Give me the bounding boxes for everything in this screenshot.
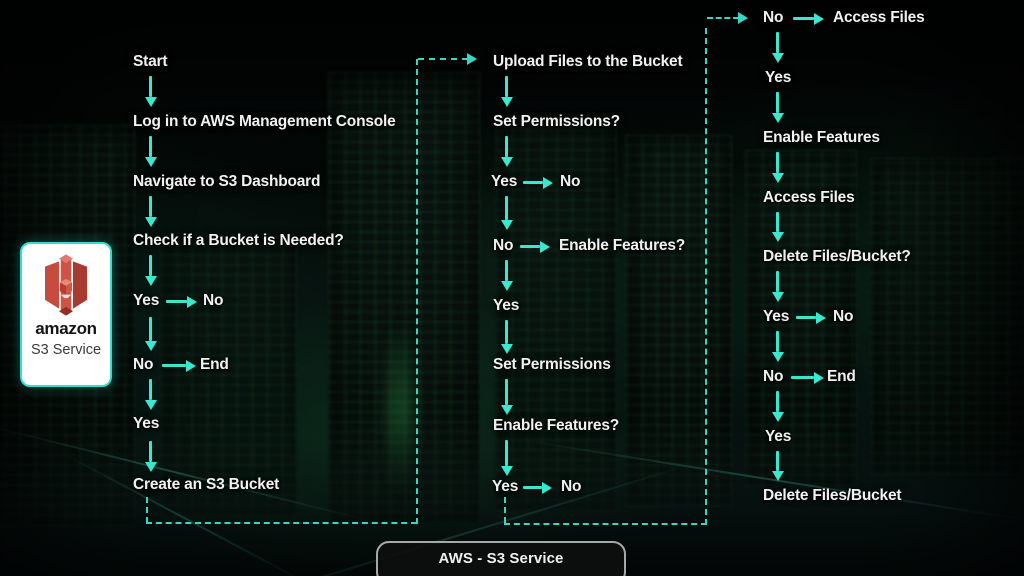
node-delete-files: Delete Files/Bucket [763, 487, 902, 504]
branch-no: No [833, 308, 854, 325]
node-access-files: Access Files [763, 189, 855, 206]
arrow-down [505, 136, 508, 157]
branch-no: No [561, 478, 582, 495]
brand-label: amazon [35, 319, 97, 338]
arrow-down [776, 32, 779, 53]
node-set-permissions-q: Set Permissions? [493, 113, 620, 130]
node-upload-files: Upload Files to the Bucket [493, 53, 683, 70]
dashed-connector-2-segment [707, 17, 739, 19]
node-enable-features-q: Enable Features? [559, 237, 686, 254]
arrow-right [793, 17, 814, 20]
branch-no: No [133, 356, 154, 373]
dashed-connector-1-arrowhead-icon [467, 53, 477, 65]
node-end: End [200, 356, 229, 373]
arrow-down [149, 379, 152, 400]
arrow-down [776, 212, 779, 232]
diagram-title-pill: AWS - S3 Service [376, 541, 626, 576]
arrow-down [149, 76, 152, 97]
arrow-down [505, 379, 508, 405]
branch-yes: Yes [763, 308, 790, 325]
branch-no: No [493, 237, 514, 254]
node-enable-features-q: Enable Features? [493, 417, 620, 434]
dashed-connector-1-segment [146, 497, 148, 523]
arrow-down [505, 196, 508, 220]
arrow-down [776, 92, 779, 113]
node-create-bucket: Create an S3 Bucket [133, 476, 280, 493]
service-label: S3 Service [30, 342, 102, 358]
node-access-files: Access Files [833, 9, 925, 26]
arrow-down [149, 317, 152, 341]
node-end: End [827, 368, 856, 385]
dashed-connector-2-segment [705, 28, 707, 525]
arrow-right [162, 364, 186, 367]
dashed-connector-1-segment [416, 59, 418, 524]
branch-no: No [763, 9, 784, 26]
arrow-down [149, 196, 152, 217]
arrow-right [791, 376, 814, 379]
node-enable-features: Enable Features [763, 129, 880, 146]
server-room-ceiling [0, 0, 1024, 95]
branch-yes: Yes [133, 415, 160, 432]
node-login: Log in to AWS Management Console [133, 113, 396, 130]
arrow-right [523, 486, 542, 489]
arrow-down [149, 136, 152, 157]
node-check-bucket: Check if a Bucket is Needed? [133, 232, 344, 249]
dashed-connector-2-segment [504, 523, 707, 525]
arrow-down [776, 451, 779, 471]
dashed-connector-2-segment [504, 497, 506, 523]
node-start: Start [133, 53, 168, 70]
branch-yes: Yes [491, 173, 518, 190]
node-delete-files-q: Delete Files/Bucket? [763, 248, 911, 265]
arrow-right [166, 300, 187, 303]
arrow-right [796, 316, 816, 319]
branch-yes: Yes [765, 428, 792, 445]
arrow-right [520, 245, 540, 248]
arrow-down [776, 331, 779, 352]
arrow-right [523, 181, 543, 184]
arrow-down [776, 152, 779, 173]
dashed-connector-1-segment [146, 522, 417, 524]
branch-yes: Yes [133, 292, 160, 309]
branch-yes: Yes [492, 478, 519, 495]
dashed-connector-1-segment [418, 58, 468, 60]
arrow-down [149, 441, 152, 462]
arrow-down [505, 260, 508, 281]
arrow-down [505, 76, 508, 97]
s3-bucket-icon [45, 254, 87, 316]
node-set-permissions: Set Permissions [493, 356, 611, 373]
arrow-down [505, 440, 508, 466]
arrow-down [505, 320, 508, 344]
arrow-down [776, 271, 779, 292]
node-navigate-s3: Navigate to S3 Dashboard [133, 173, 321, 190]
branch-no: No [763, 368, 784, 385]
branch-yes: Yes [765, 69, 792, 86]
branch-no: No [560, 173, 581, 190]
branch-yes: Yes [493, 297, 520, 314]
amazon-s3-badge-card: amazon S3 Service [20, 242, 112, 387]
arrow-down [776, 391, 779, 412]
diagram-title: AWS - S3 Service [438, 550, 564, 567]
branch-no: No [203, 292, 224, 309]
dashed-connector-2-arrowhead-icon [738, 12, 748, 24]
arrow-down [149, 255, 152, 276]
